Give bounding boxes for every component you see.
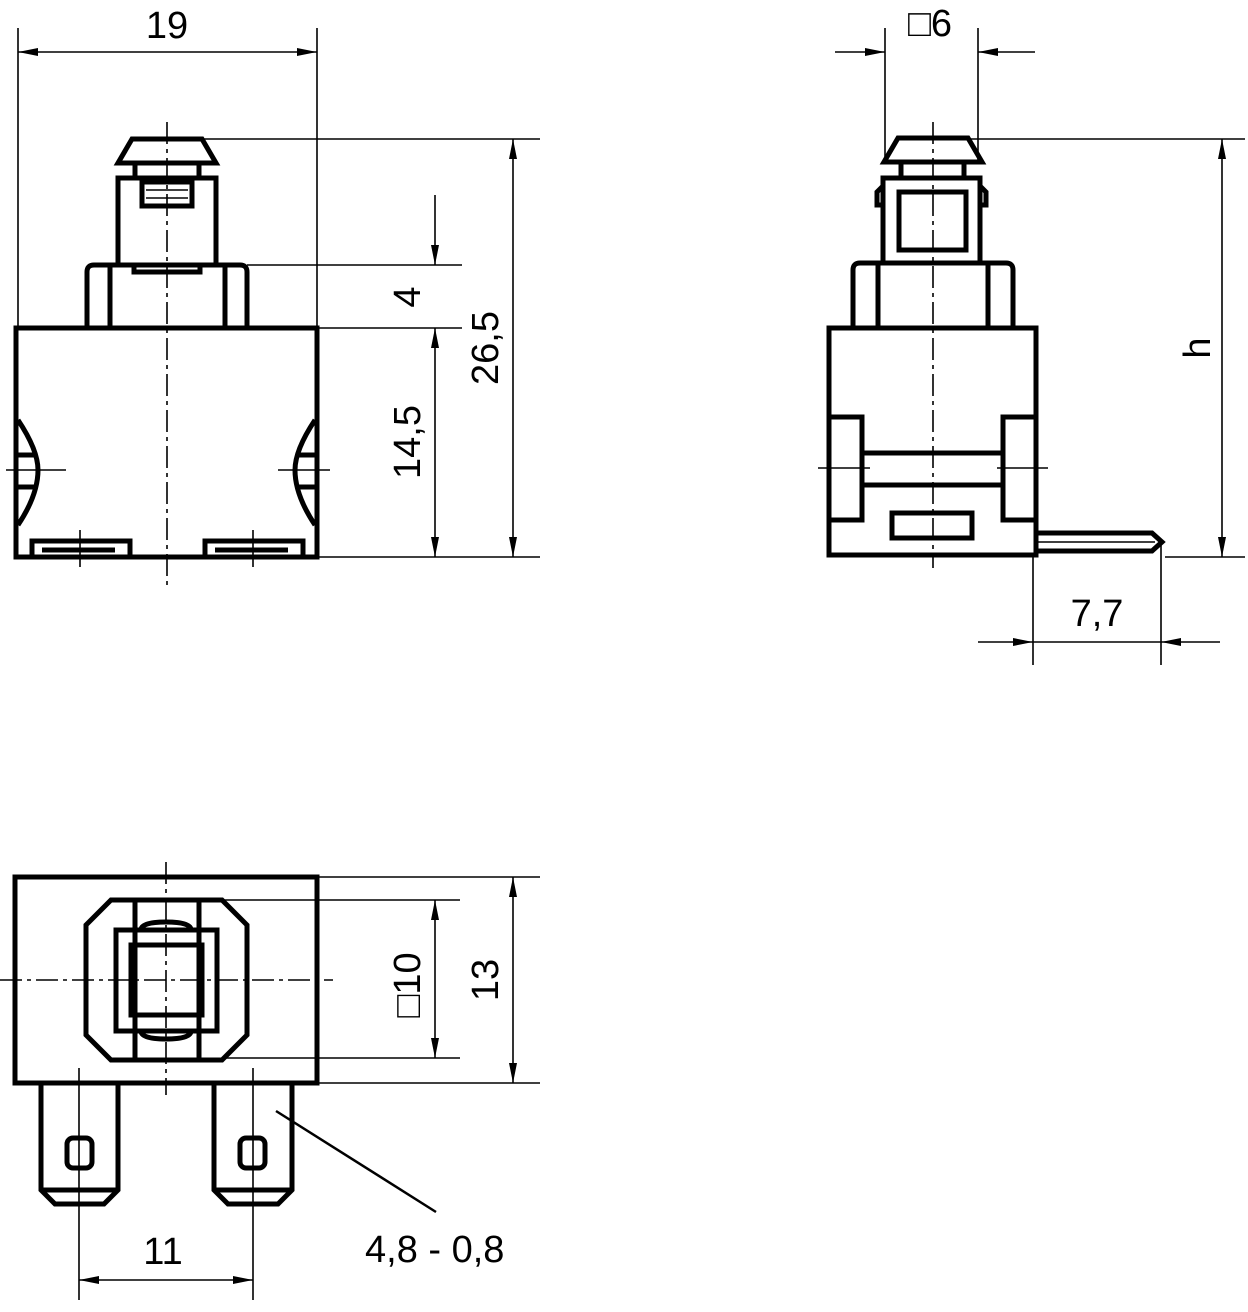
top-dimensions: □10 13 11 4,8 - 0,8 (78, 876, 540, 1300)
dim-shoulder-label: 4 (387, 286, 429, 307)
front-dimensions: 19 4 26,5 14,5 (17, 5, 540, 558)
dim-width-label: 19 (146, 5, 188, 47)
dim-total-height-label: 26,5 (465, 311, 507, 385)
dim-pitch-label: 11 (143, 1231, 182, 1273)
dim-depth-label: 13 (465, 959, 507, 1001)
dim-terminal-size-label: 4,8 - 0,8 (365, 1229, 504, 1271)
dim-pin-length-label: 7,7 (1071, 593, 1124, 635)
side-view (818, 122, 1166, 568)
side-dimensions: □6 h 7,7 (835, 3, 1245, 665)
dim-stem-square-label: □6 (908, 3, 952, 45)
dim-actuator-square-label: □10 (387, 952, 429, 1017)
front-view (6, 122, 330, 585)
dim-h-label: h (1177, 337, 1219, 358)
top-view (0, 862, 333, 1207)
dim-body-height-label: 14,5 (387, 405, 429, 479)
